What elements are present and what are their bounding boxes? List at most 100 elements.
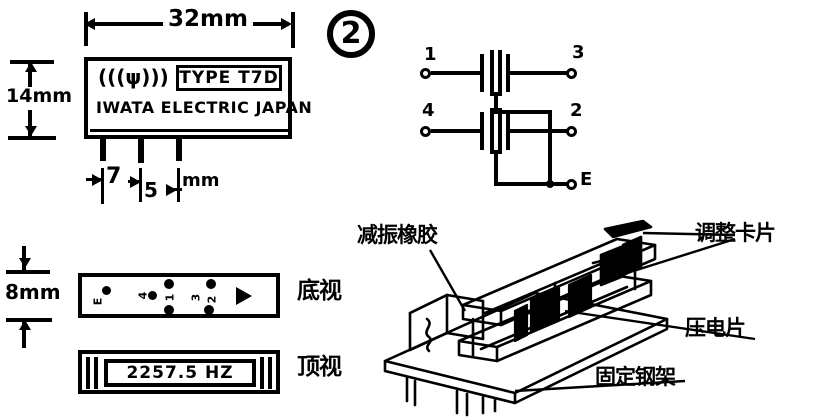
lower-rail-front-edge <box>495 279 653 363</box>
piezo-plate-2 <box>567 273 593 319</box>
bottom-view-pin-label-2: 2 <box>205 295 219 304</box>
circuit-terminal-label-1: 1 <box>424 44 437 65</box>
top-view-body: 2257.5 HZ <box>78 350 280 394</box>
thickness-dimension-label: 8mm <box>4 280 62 304</box>
pin-dim-arrow-c <box>166 184 177 196</box>
wire-xtal-top-center-down <box>494 92 498 114</box>
resonator-bottom-tine-2 <box>498 108 502 154</box>
leader-line-group <box>428 231 756 393</box>
piezo-plate-3 <box>513 303 529 343</box>
resonator-top-plate-right <box>506 54 510 92</box>
label-damping-rubber: 减振橡胶 <box>357 223 438 247</box>
bottom-view-pad-2 <box>204 305 214 315</box>
upper-rail-left-end <box>461 303 503 327</box>
dimension-arrow-right <box>281 18 292 30</box>
top-view-label: 顶视 <box>297 354 342 380</box>
circuit-terminal-3 <box>566 68 577 79</box>
assembly-isometric-drawing: 减振橡胶 调整卡片 压电片 固定钢架 <box>355 215 829 418</box>
adjust-clip-top-bar <box>603 219 653 239</box>
thickness-ext-line-top <box>6 270 50 274</box>
resonator-top-tine-1 <box>490 50 494 96</box>
label-steel-frame: 固定钢架 <box>595 365 676 389</box>
circuit-terminal-1 <box>420 68 431 79</box>
pin-ext-line-3 <box>177 168 180 202</box>
leader-steel-frame <box>514 379 686 393</box>
pin-dim-arrow-a <box>92 174 103 186</box>
frequency-window: 2257.5 HZ <box>104 359 256 387</box>
rubber-squiggle-detail <box>425 317 432 353</box>
wire-xtal-bottom-to-2 <box>510 129 568 133</box>
pin-dim-label-b: 5 <box>144 178 158 202</box>
adjust-clip-2 <box>621 235 643 277</box>
leader-piezo-plate <box>564 309 756 341</box>
pin-2 <box>138 139 144 163</box>
height-arrow-down <box>25 126 37 136</box>
dimension-line-height-upper <box>28 62 32 92</box>
circuit-schematic: 1 3 4 2 E <box>420 40 600 190</box>
body-bottom-inner-line <box>90 129 288 132</box>
wire-1-to-xtal-top <box>431 71 481 75</box>
base-plate-front-edge <box>383 359 517 405</box>
assembly-svg <box>383 219 756 417</box>
top-view-end-cap-right <box>260 357 272 389</box>
circuit-junction-node <box>546 180 554 188</box>
bottom-view-body: E 4 1 3 2 <box>78 273 280 318</box>
rubber-block-bottom-edge <box>408 331 449 352</box>
base-plate-right-edge <box>513 317 669 405</box>
pin-3 <box>176 139 182 161</box>
circuit-terminal-label-E: E <box>580 169 593 190</box>
ext-line-bottom <box>8 136 56 140</box>
dimension-line-height-lower <box>28 110 32 136</box>
leader-adjust-clip-a <box>642 231 736 237</box>
bottom-view-pad-4 <box>148 291 157 300</box>
device-body-front-view: (((ψ))) TYPE T7D IWATA ELECTRIC JAPAN <box>84 57 312 139</box>
label-adjust-clip: 调整卡片 <box>695 221 776 245</box>
top-view-end-cap-left <box>86 357 98 389</box>
pin-dim-arrow-b <box>130 176 141 188</box>
thickness-arrow-up <box>19 320 31 330</box>
bottom-view-pin-label-E: E <box>91 297 105 306</box>
bottom-view-pin-label-1: 1 <box>163 293 177 302</box>
type-label-box: TYPE T7D <box>176 65 282 91</box>
pin-1 <box>100 139 106 161</box>
ext-line-right <box>291 12 295 48</box>
width-dimension-label: 32mm <box>163 8 253 31</box>
thickness-dim-line-lower <box>22 318 26 348</box>
rubber-block-side-face <box>445 293 485 341</box>
adjust-clip-1 <box>599 245 623 287</box>
wire-bus-upper <box>494 110 552 114</box>
wire-4-to-xtal-bottom <box>431 129 481 133</box>
height-arrow-up <box>25 62 37 72</box>
resonator-top-tine-2 <box>498 50 502 96</box>
circuit-terminal-2 <box>566 126 577 137</box>
wire-xtal-top-to-3 <box>510 71 568 75</box>
type-label-text: TYPE T7D <box>179 67 279 88</box>
bottom-view-orientation-arrow-icon <box>236 287 252 305</box>
circuit-terminal-label-4: 4 <box>422 100 435 121</box>
wire-bus-vertical <box>548 110 552 186</box>
clip-detail-line <box>591 259 603 265</box>
circuit-terminal-label-3: 3 <box>572 42 585 63</box>
bottom-view-pin-label-4: 4 <box>136 291 150 300</box>
thickness-arrow-down <box>19 258 31 268</box>
leader-damping-rubber <box>428 249 467 312</box>
wire-xtal-bottom-center-down <box>494 150 498 186</box>
bottom-view-pin-label-3: 3 <box>189 293 203 302</box>
piezo-plate-1 <box>529 285 561 333</box>
circuit-terminal-E <box>566 179 577 190</box>
resonator-bottom-tine-1 <box>490 108 494 154</box>
pin-ext-line-1 <box>101 168 104 204</box>
bottom-view-pad-E <box>102 286 111 295</box>
resonator-bottom-plate-left <box>480 112 484 150</box>
figure-number-badge: 2 <box>327 10 375 58</box>
resonator-bottom-plate-right <box>506 112 510 150</box>
resonator-top-plate-left <box>480 54 484 92</box>
bottom-view-pad-3 <box>206 279 216 289</box>
bottom-view-pad-1b <box>164 305 174 315</box>
circuit-terminal-label-2: 2 <box>570 100 583 121</box>
frequency-text: 2257.5 HZ <box>126 362 234 383</box>
sound-wave-icon: (((ψ))) <box>98 65 169 89</box>
pin-dim-label-a: 7 <box>106 164 122 189</box>
lower-rail-left-end <box>457 339 499 363</box>
